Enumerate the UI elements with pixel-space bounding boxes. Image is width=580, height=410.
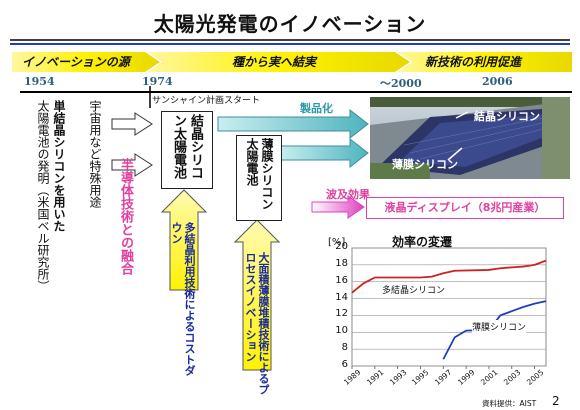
chart-ytick-label: 12 — [335, 308, 348, 320]
credit-text: 資料提供：AIST — [482, 399, 537, 408]
chart-ytick-label: 6 — [341, 359, 348, 370]
phase-segment-3 — [398, 52, 572, 72]
year-2006: 2006 — [482, 75, 513, 88]
cost-down-text: 多結晶利用技術によるコストダウン — [170, 222, 196, 376]
special-use-text: 宇宙用など特殊用途 — [88, 100, 102, 208]
phase-label-1: イノベーションの源 — [22, 55, 130, 69]
chart-ytick-label: 18 — [335, 257, 348, 269]
year-1974: 1974 — [142, 75, 173, 88]
page-number: 2 — [552, 394, 560, 408]
chart-series-line-2 — [442, 300, 547, 360]
phase-segment-1 — [12, 52, 160, 72]
chart-ytick-label: 8 — [341, 342, 348, 354]
yellow-arrow-1 — [160, 189, 208, 291]
chart-ytick-label: 14 — [335, 291, 348, 303]
teal-arrow-2 — [279, 137, 369, 169]
crystalline-box-text: 結晶シリコン太陽電池 — [171, 114, 203, 179]
yellow-arrow-2 — [233, 219, 281, 371]
lcd-box: 液晶ディスプレイ（8兆円産業） — [366, 197, 564, 219]
phase-label-2: 種から実へ結実 — [232, 55, 317, 69]
solar-photo — [370, 97, 570, 179]
page-title: 太陽光発電のイノベーション — [153, 12, 427, 36]
thin-film-box-text: 薄膜シリコン太陽電池 — [245, 138, 274, 210]
ripple-effect-label: 波及効果 — [326, 188, 370, 201]
productization-label: 製品化 — [300, 102, 333, 115]
fusion-text: 半導体技術との融合 — [118, 158, 133, 275]
small-arrow-1 — [111, 112, 153, 136]
chart-series-label-1: 多結晶シリコン — [382, 283, 446, 296]
thin-film-box: 薄膜シリコン太陽電池 — [236, 135, 282, 221]
phase-segment-2 — [148, 52, 410, 72]
chart-ytick-label: 10 — [335, 325, 348, 337]
pink-arrow — [311, 195, 365, 219]
photo-label-crystalline: 結晶シリコン — [474, 110, 540, 123]
chart-series-label-2: 薄膜シリコン — [472, 320, 527, 333]
chart-ytick-label: 20 — [335, 241, 348, 252]
phase-ribbon — [12, 52, 572, 72]
teal-arrow-1 — [217, 108, 369, 140]
invention-text-2: 太陽電池の発明（米国ベル研究所） — [36, 100, 50, 292]
chart-ylabel: [%] — [328, 237, 346, 248]
sunshine-label: サンシャイン計画スタート — [152, 96, 261, 106]
year-1954: 1954 — [24, 75, 55, 88]
chart-title: 効率の変遷 — [392, 235, 453, 249]
process-innovation-text: 大面積薄膜堆積技術によるプロセスイノベーション — [244, 252, 270, 395]
small-arrow-2 — [111, 153, 153, 177]
photo-label-thin-film: 薄膜シリコン — [392, 158, 458, 171]
phase-label-3: 新技術の利用促進 — [425, 55, 522, 69]
crystalline-box: 結晶シリコン太陽電池 — [161, 111, 213, 189]
year-2000: ～2000 — [380, 77, 422, 90]
invention-text-1: 単結晶シリコンを用いた — [52, 100, 66, 232]
chart-series-line-1 — [351, 259, 547, 294]
chart-ytick-label: 16 — [335, 274, 348, 286]
